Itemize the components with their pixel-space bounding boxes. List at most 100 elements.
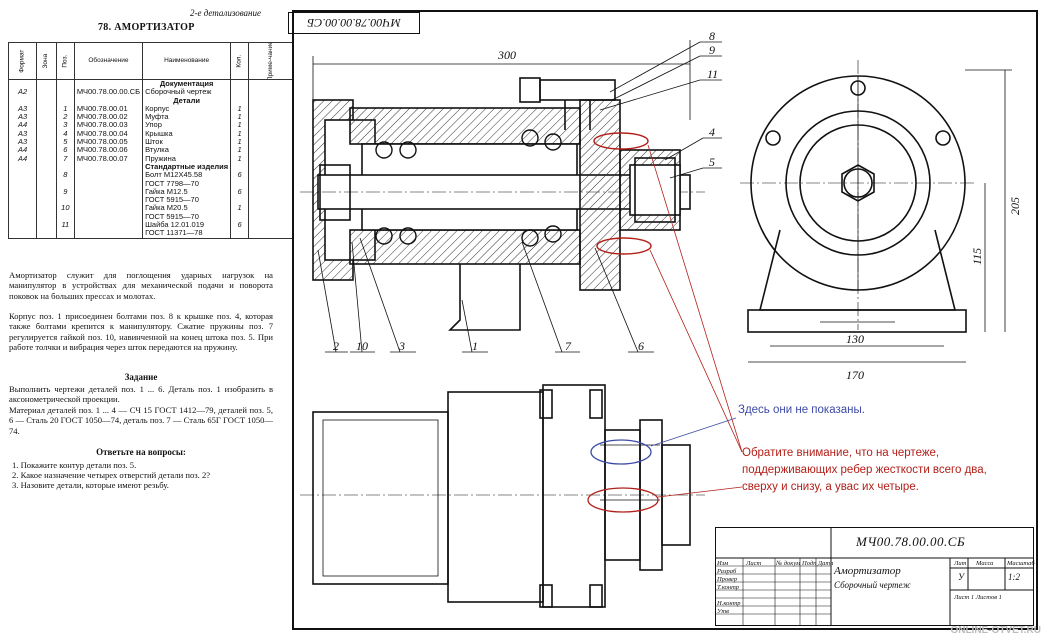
annotation-pointers: [647, 144, 743, 498]
spec-cell-format: [7, 221, 37, 230]
spec-cell-zone: [36, 162, 57, 172]
title-block: МЧ00.78.00.00.СБ Амортизатор Сборочный ч…: [715, 527, 1035, 626]
tb-row-date: Дата: [818, 560, 834, 567]
spec-cell-pos: 8: [55, 171, 75, 180]
leader-9: 9: [709, 43, 715, 57]
spec-cell-zone: [36, 204, 57, 213]
title-block-code: МЧ00.78.00.00.СБ: [856, 534, 966, 549]
spec-cell-zone: [36, 79, 57, 89]
leader-3: 3: [398, 339, 405, 353]
tb-row-doc: № докум: [776, 560, 801, 567]
spec-cell-name: ГОСТ 7798—70: [142, 179, 231, 188]
spec-cell-qty: [230, 79, 249, 89]
spec-cell-pos: [55, 88, 75, 97]
spec-cell-code: [73, 162, 143, 172]
spec-cell-zone: [36, 104, 57, 114]
red-annotation: Обратите внимание, что на чертеже, подде…: [742, 447, 987, 493]
spec-cell-name: Втулка: [142, 146, 231, 155]
spec-cell-qty: [230, 88, 249, 97]
spec-cell-pos: 5: [55, 138, 75, 147]
spec-cell-name: Упор: [142, 121, 231, 130]
spec-cell-code: МЧ00.78.00.03: [73, 121, 143, 130]
title-block-lines: [715, 527, 1034, 626]
spec-cell-format: [7, 187, 37, 197]
tb-row-tkontr: Т.контр: [717, 584, 740, 591]
spec-cell-pos: 10: [55, 204, 75, 213]
spec-cell-zone: [36, 196, 57, 205]
spec-cell-code: [73, 196, 143, 205]
dim-115: 115: [970, 248, 984, 265]
spec-cell-name: ГОСТ 5915—70: [142, 196, 231, 205]
spec-cell-zone: [36, 96, 57, 105]
task-title: Задание: [124, 372, 158, 382]
drawing-frame: [292, 10, 1038, 630]
spec-cell-name: ГОСТ 5915—70: [142, 212, 231, 222]
tb-row-list: Лист: [746, 560, 762, 567]
spec-cell-format: А4: [7, 121, 37, 130]
spec-cell-name: Шайба 12.01.019: [142, 221, 231, 230]
spec-row: ГОСТ 5915—70: [7, 212, 295, 222]
spec-cell-format: [7, 179, 37, 188]
spec-cell-qty: 1: [230, 204, 249, 213]
spec-cell-qty: [230, 196, 249, 205]
spec-cell-format: [7, 196, 37, 205]
spec-cell-code: МЧ00.78.00.01: [73, 104, 143, 114]
spec-cell-name: Крышка: [142, 129, 231, 139]
spec-cell-zone: [36, 171, 57, 180]
side-view: [740, 60, 1012, 363]
spec-cell-qty: 1: [230, 113, 249, 122]
dim-300: 300: [497, 48, 516, 62]
spec-cell-qty: 1: [230, 146, 249, 155]
spec-cell-format: А3: [7, 104, 37, 114]
leader-2: 2: [333, 339, 339, 353]
leader-10: 10: [356, 339, 368, 353]
spec-cell-name: Детали: [142, 96, 231, 105]
tb-row-razrab: Разраб: [717, 568, 737, 575]
question-1: 1. Покажите контур детали поз. 5.: [12, 460, 137, 470]
spec-row: Документация: [7, 79, 295, 89]
tb-row-nkontr: Н.контр: [717, 600, 741, 607]
leader-6: 6: [638, 339, 644, 353]
blue-annotation: Здесь они не показаны.: [738, 404, 865, 416]
spec-cell-pos: [55, 179, 75, 188]
task-text-2: Материал деталей поз. 1 ... 4 — СЧ 15 ГО…: [9, 405, 274, 436]
leader-7: 7: [565, 339, 572, 353]
spec-cell-pos: [55, 196, 75, 205]
spec-cell-name: ГОСТ 11371—78: [142, 229, 231, 239]
spec-cell-name: Гайка М12.5: [142, 187, 231, 197]
dim-130: 130: [846, 332, 864, 346]
spec-cell-name: Болт М12Х45.58: [142, 171, 231, 180]
spec-cell-pos: [55, 212, 75, 222]
spec-cell-qty: 6: [230, 221, 249, 230]
spec-cell-pos: 9: [55, 187, 75, 197]
leader-4: 4: [709, 125, 715, 139]
spec-cell-format: [7, 229, 37, 239]
spec-cell-qty: [230, 212, 249, 222]
section-view: [300, 40, 705, 331]
spec-cell-qty: [230, 162, 249, 172]
spec-cell-pos: 6: [55, 146, 75, 155]
spec-cell-zone: [36, 221, 57, 230]
spec-cell-name: Стандартные изделия: [142, 162, 231, 172]
spec-cell-qty: 1: [230, 129, 249, 139]
spec-cell-name: Сборочный чертеж: [142, 88, 231, 97]
spec-cell-code: МЧ00.78.00.07: [73, 154, 143, 163]
spec-cell-format: [7, 79, 37, 89]
spec-cell-zone: [36, 212, 57, 222]
dim-170: 170: [846, 368, 864, 382]
tb-row-utv: Утв: [717, 608, 729, 615]
spec-cell-zone: [36, 138, 57, 147]
description-p1: Амортизатор служит для поглощения ударны…: [9, 270, 273, 301]
spec-cell-zone: [36, 113, 57, 122]
spec-cell-qty: [230, 179, 249, 188]
spec-row: Детали: [7, 96, 295, 105]
spec-cell-name: Корпус: [142, 104, 231, 114]
spec-row: ГОСТ 7798—70: [7, 179, 295, 188]
spec-cell-format: А2: [7, 88, 37, 97]
spec-cell-zone: [36, 179, 57, 188]
spec-cell-code: МЧ00.78.00.00.СБ: [73, 88, 143, 97]
